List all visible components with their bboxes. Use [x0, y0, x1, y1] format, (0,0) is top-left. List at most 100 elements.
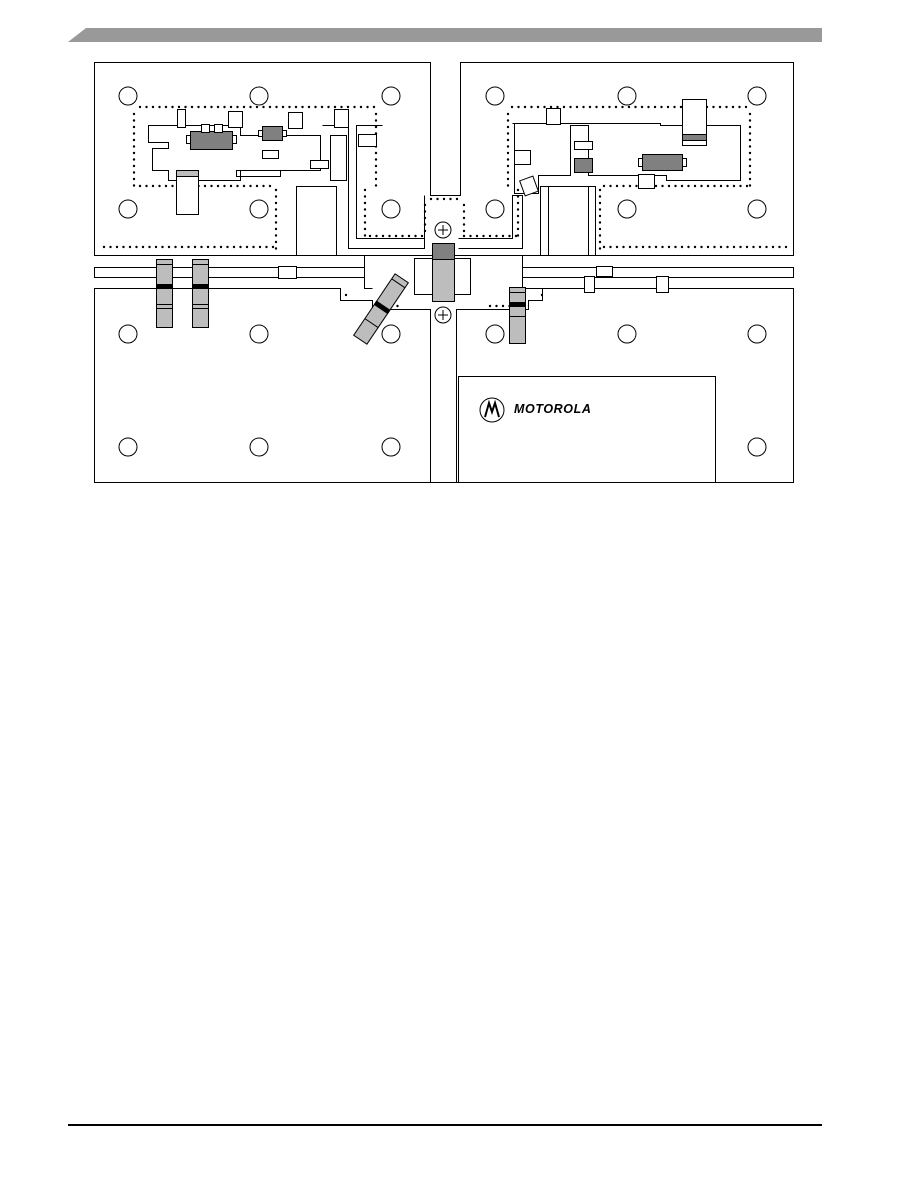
via-dot: [449, 197, 452, 201]
via-dot: [536, 105, 540, 109]
via-dot: [242, 105, 246, 109]
via-dot: [488, 304, 492, 308]
via-dot: [598, 195, 602, 198]
via-dot: [666, 105, 670, 109]
via-dot: [363, 221, 367, 224]
via-dot: [102, 245, 106, 249]
via-dot: [679, 105, 683, 109]
via-dot: [429, 197, 433, 201]
via-dot: [135, 245, 138, 249]
via-dot: [249, 184, 252, 188]
via-dot: [363, 201, 367, 205]
via-dot: [132, 184, 136, 187]
via-dot: [363, 195, 367, 198]
via-dot: [506, 119, 510, 122]
via-dot: [423, 216, 427, 220]
via-dot: [748, 151, 752, 155]
via-dot: [363, 214, 367, 218]
components-top-right: [514, 99, 707, 197]
via-dot: [171, 184, 174, 188]
via-dot: [333, 105, 337, 109]
via-dot: [320, 105, 324, 109]
via-dot: [271, 245, 275, 249]
via-dot: [423, 223, 427, 226]
via-dot: [635, 184, 638, 188]
via-dot: [530, 105, 533, 109]
via-dot: [268, 105, 272, 109]
via-dot: [516, 214, 520, 218]
via-dot: [132, 138, 136, 142]
via-dot: [744, 105, 748, 109]
via-dot: [506, 177, 510, 181]
via-dot: [368, 234, 372, 238]
via-dot: [274, 227, 278, 231]
via-dot: [274, 240, 278, 244]
components-top-left: [176, 109, 377, 215]
via-dot: [206, 245, 210, 249]
via-dot: [255, 105, 259, 109]
via-dot: [132, 151, 136, 155]
via-dot: [745, 245, 749, 249]
via-dot: [693, 184, 697, 188]
via-dot: [210, 105, 213, 109]
via-dot: [501, 304, 505, 308]
via-dot: [661, 245, 664, 249]
motorola-batwing-icon: [479, 397, 505, 423]
via-dot: [340, 105, 343, 109]
via-dot: [506, 158, 510, 161]
via-dot: [275, 105, 278, 109]
via-dot: [516, 201, 520, 205]
mounting-holes-top: [118, 86, 767, 219]
via-dot: [274, 214, 278, 218]
via-dot: [601, 105, 605, 109]
via-dot: [748, 132, 752, 135]
via-dot: [294, 105, 298, 109]
via-dot: [442, 197, 446, 201]
via-dot: [687, 184, 690, 188]
via-dot: [187, 245, 190, 249]
via-dot: [495, 304, 498, 308]
via-dot: [436, 197, 439, 201]
via-dot: [598, 188, 602, 192]
via-dot: [374, 119, 378, 122]
via-dot: [647, 105, 650, 109]
via-dot: [654, 245, 658, 249]
via-dot: [516, 195, 520, 198]
via-dot: [374, 151, 378, 155]
via-dot: [314, 105, 317, 109]
via-dot: [245, 245, 249, 249]
via-dot: [614, 105, 618, 109]
via-dots: [102, 105, 788, 308]
via-dot: [627, 105, 631, 109]
via-dot: [660, 105, 663, 109]
via-dot: [506, 138, 510, 142]
via-dot: [661, 184, 664, 188]
via-dot: [495, 234, 498, 238]
via-dot: [353, 105, 356, 109]
via-dot: [423, 229, 427, 233]
via-dot: [374, 125, 378, 129]
via-dot: [145, 184, 148, 188]
via-dot: [706, 245, 710, 249]
via-dot: [177, 105, 181, 109]
via-dot: [132, 177, 136, 181]
via-dot: [713, 184, 716, 188]
via-dot: [739, 245, 742, 249]
via-dot: [274, 188, 278, 192]
via-dot: [374, 158, 378, 161]
via-dot: [232, 245, 236, 249]
via-dot: [366, 105, 369, 109]
via-dot: [510, 105, 514, 109]
via-dot: [732, 184, 736, 188]
via-dot: [752, 245, 755, 249]
via-dot: [508, 234, 511, 238]
via-dot: [184, 105, 187, 109]
via-dot: [374, 112, 378, 116]
via-dot: [462, 229, 466, 233]
components-middle: [278, 266, 669, 293]
via-dot: [420, 234, 424, 238]
via-dot: [687, 245, 690, 249]
via-dot: [281, 105, 285, 109]
footer-rule: [68, 1124, 822, 1126]
via-dot: [462, 216, 466, 220]
